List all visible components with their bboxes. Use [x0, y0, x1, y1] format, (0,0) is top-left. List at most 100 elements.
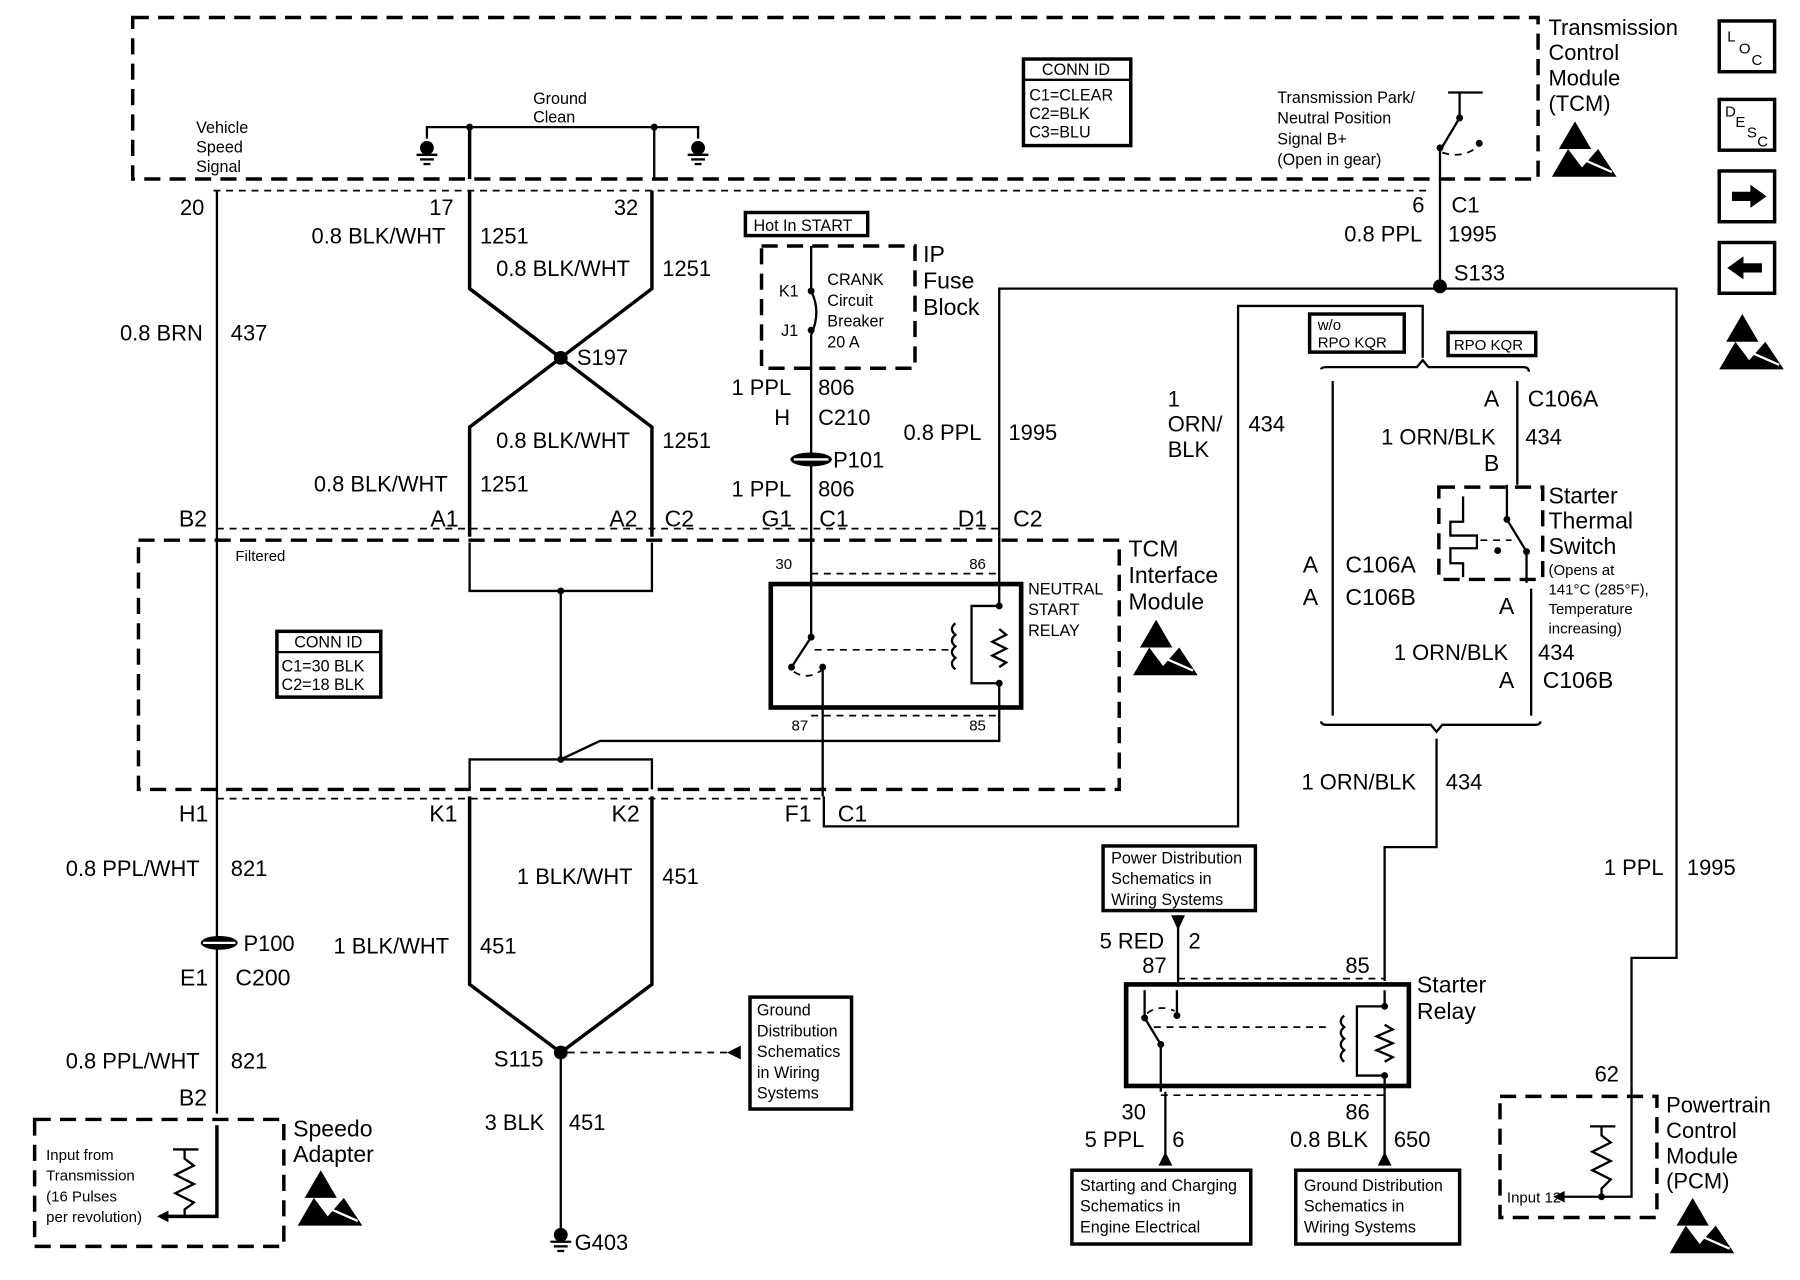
svg-text:Ground Distribution: Ground Distribution	[1304, 1177, 1443, 1195]
connector-c2: C2	[1013, 505, 1042, 531]
wire-color: 3 BLK	[485, 1110, 545, 1135]
splice-label: S197	[577, 345, 628, 370]
internal-ground-bus-top	[468, 542, 654, 593]
svg-text:Wiring Systems: Wiring Systems	[1111, 891, 1223, 909]
svg-text:P100: P100	[243, 931, 294, 956]
svg-text:Wiring Systems: Wiring Systems	[1304, 1219, 1416, 1237]
svg-text:Systems: Systems	[757, 1085, 819, 1103]
ground-icon	[549, 1226, 573, 1253]
svg-text:Switch: Switch	[1548, 533, 1616, 559]
reference-arrow-icon	[1158, 1151, 1173, 1166]
svg-text:Breaker: Breaker	[827, 313, 884, 331]
svg-text:Ground: Ground	[533, 90, 587, 108]
svg-text:CONN ID: CONN ID	[1042, 61, 1110, 79]
wire-1995	[998, 287, 1678, 1085]
power-distribution-reference[interactable]: Power Distribution Schematics in Wiring …	[1101, 844, 1258, 913]
wire-434-label: 1 ORN/ BLK 434	[1168, 386, 1285, 462]
description-button[interactable]: D E S C	[1717, 97, 1777, 152]
svg-text:Module: Module	[1666, 1143, 1738, 1168]
svg-text:Distribution: Distribution	[757, 1022, 838, 1040]
svg-text:increasing): increasing)	[1548, 621, 1621, 638]
relay-pin-85: 85	[1345, 953, 1369, 978]
ground-distribution-reference-right[interactable]: Ground Distribution Schematics in Wiring…	[1294, 1168, 1462, 1246]
svg-text:Transmission Park/: Transmission Park/	[1277, 89, 1415, 107]
starting-charging-reference[interactable]: Starting and Charging Schematics in Engi…	[1070, 1168, 1253, 1246]
svg-text:E: E	[1735, 114, 1745, 131]
tcm-title: Transmission Control Module (TCM)	[1548, 15, 1677, 116]
svg-text:Transmission: Transmission	[46, 1168, 135, 1185]
arrow-left-icon	[1727, 256, 1762, 280]
circuit-number: 1995	[1687, 855, 1736, 880]
pin-d1: D1	[958, 505, 987, 531]
relay-pin-30: 30	[775, 556, 792, 573]
circuit-number: 434	[1525, 424, 1562, 449]
svg-text:Control: Control	[1666, 1118, 1737, 1143]
svg-text:Power Distribution: Power Distribution	[1111, 849, 1242, 867]
wire-color: 1 BLK/WHT	[333, 933, 449, 958]
splice-s115	[553, 1045, 568, 1060]
esd-sensitive-icon	[1550, 120, 1618, 178]
pcm-title: Powertrain Control Module (PCM)	[1666, 1093, 1771, 1194]
pin-a2: A2	[609, 505, 637, 531]
starter-relay	[1123, 982, 1412, 1089]
circuit-number: 1995	[1448, 221, 1497, 246]
previous-page-button[interactable]	[1717, 240, 1777, 295]
svg-text:Neutral Position: Neutral Position	[1277, 110, 1391, 128]
hot-in-start-label: Hot In START	[743, 210, 870, 238]
pin-e1: E1	[180, 965, 208, 991]
pin-h1: H1	[179, 801, 208, 827]
next-page-button[interactable]	[1717, 169, 1777, 224]
ip-fuse-block-title: IP Fuse Block	[923, 241, 980, 320]
svg-text:Schematics in: Schematics in	[1111, 870, 1211, 888]
svg-text:K1: K1	[779, 283, 799, 301]
pin-20: 20	[180, 195, 204, 220]
connector-c200: C200	[235, 965, 290, 991]
esd-sensitive-icon	[1668, 1196, 1736, 1255]
svg-text:Starter: Starter	[1417, 972, 1487, 998]
wire-color: 0.8 PPL	[1344, 221, 1422, 246]
svg-text:Hot In START: Hot In START	[753, 217, 852, 235]
relay-pin-85: 85	[969, 718, 986, 735]
svg-text:(PCM): (PCM)	[1666, 1169, 1729, 1194]
rpo-kqr-label: RPO KQR	[1446, 330, 1538, 358]
filtered-label: Filtered	[235, 548, 285, 565]
pin-b: B	[1484, 450, 1499, 476]
pin-h: H	[774, 405, 790, 430]
tcm-interface-module-boundary	[136, 538, 1121, 792]
relay-pin-87: 87	[1142, 953, 1166, 978]
pin-a: A	[1499, 667, 1515, 693]
park-neutral-position-switch: Transmission Park/ Neutral Position Sign…	[1277, 89, 1483, 203]
svg-text:Fuse: Fuse	[923, 268, 974, 294]
pin-a: A	[1303, 584, 1319, 610]
svg-text:(Open in gear): (Open in gear)	[1277, 151, 1381, 169]
location-button[interactable]: L O C	[1717, 19, 1777, 74]
starter-thermal-switch-boundary	[1437, 485, 1545, 582]
svg-text:C2=18 BLK: C2=18 BLK	[282, 676, 365, 694]
circuit-number: 806	[818, 375, 855, 400]
svg-text:Speedo: Speedo	[293, 1116, 373, 1142]
wire-color: 1 BLK/WHT	[517, 864, 633, 889]
splice-p100: P100	[200, 931, 295, 956]
pin-32: 32	[614, 195, 638, 220]
circuit-number: 434	[1446, 769, 1483, 794]
circuit-number: 1251	[480, 224, 529, 249]
svg-text:CONN ID: CONN ID	[294, 633, 362, 651]
svg-text:Starting and Charging: Starting and Charging	[1080, 1177, 1237, 1195]
starter-thermal-switch-title: Starter Thermal Switch (Opens at 141°C (…	[1548, 482, 1648, 637]
svg-text:1: 1	[1168, 386, 1180, 411]
svg-text:141°C (285°F),: 141°C (285°F),	[1548, 581, 1648, 598]
wire-color: 5 PPL	[1085, 1127, 1145, 1152]
ground-icon	[415, 139, 439, 166]
circuit-number: 6	[1172, 1127, 1184, 1152]
wire-color: 0.8 PPL	[903, 420, 981, 445]
ground-distribution-reference-left[interactable]: Ground Distribution Schematics in Wiring…	[748, 995, 854, 1111]
svg-text:START: START	[1028, 601, 1080, 619]
circuit-number: 437	[231, 321, 268, 346]
pin-a: A	[1499, 593, 1515, 619]
circuit-number: 451	[569, 1110, 606, 1135]
relay-pin-86: 86	[969, 556, 986, 573]
relay-pin-87: 87	[792, 718, 809, 735]
pin-k1: K1	[429, 801, 457, 827]
svg-text:Speed: Speed	[196, 139, 243, 157]
